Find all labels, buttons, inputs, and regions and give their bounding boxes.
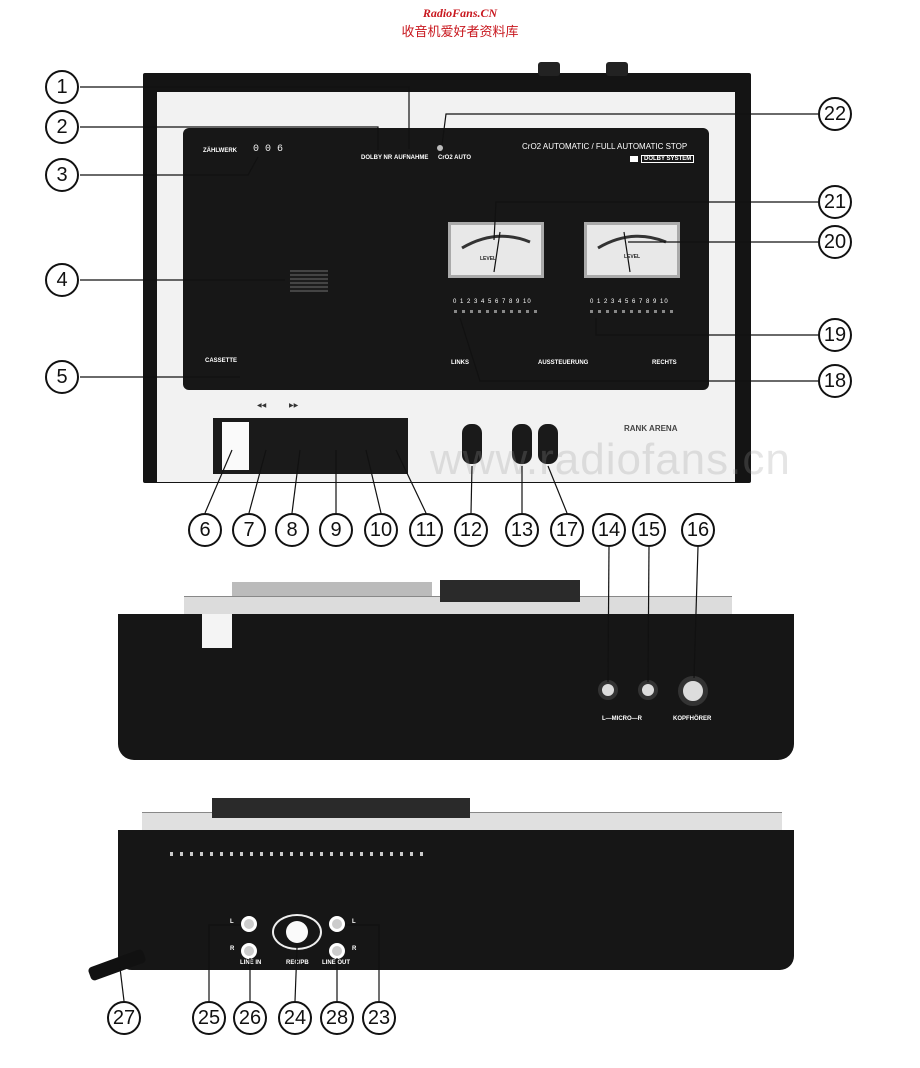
micro-label: L—MICRO—R: [602, 716, 642, 722]
zaehlwerk-label: ZÄHLWERK: [203, 148, 237, 154]
callout-22: 22: [818, 97, 852, 131]
led-scale-right: 0 1 2 3 4 5 6 7 8 9 10: [590, 299, 669, 305]
top-connector-right: [606, 62, 628, 76]
callout-10: 10: [364, 513, 398, 547]
deck-top-keys: [440, 580, 580, 602]
line-out-jack-r[interactable]: [329, 943, 345, 959]
callout-25: 25: [192, 1001, 226, 1035]
callout-9: 9: [319, 513, 353, 547]
callout-17: 17: [550, 513, 584, 547]
callout-6: 6: [188, 513, 222, 547]
cro2-indicator-icon: [437, 145, 443, 151]
level-meter-left-label: LEVEL: [480, 256, 497, 262]
level-meter-right: [584, 222, 680, 278]
callout-24: 24: [278, 1001, 312, 1035]
rear-r-left: R: [230, 946, 235, 952]
rec-pb-label: REC/PB: [286, 960, 309, 966]
callout-11: 11: [409, 513, 443, 547]
callout-16: 16: [681, 513, 715, 547]
callout-12: 12: [454, 513, 488, 547]
callout-19: 19: [818, 318, 852, 352]
vent-row: [170, 852, 426, 856]
rechts-label: RECHTS: [652, 360, 677, 366]
level-meter-left: [448, 222, 544, 278]
callout-7: 7: [232, 513, 266, 547]
callout-21: 21: [818, 185, 852, 219]
callout-26: 26: [233, 1001, 267, 1035]
dolby-switch[interactable]: [462, 424, 482, 464]
line-out-jack-l[interactable]: [329, 916, 345, 932]
line-in-label: LINE IN: [240, 960, 262, 966]
dolby-logo-icon: [630, 156, 638, 162]
callout-27: 27: [107, 1001, 141, 1035]
callout-1: 1: [45, 70, 79, 104]
callout-15: 15: [632, 513, 666, 547]
rear-r-right: R: [352, 946, 357, 952]
tape-counter: 0 0 6: [253, 144, 284, 155]
forward-symbol: ▶▶: [289, 403, 299, 409]
cro2-switch[interactable]: [512, 424, 532, 464]
callout-23: 23: [362, 1001, 396, 1035]
cro2-auto-label: CrO2 AUTO: [438, 155, 472, 161]
rewind-symbol: ◀◀: [257, 403, 267, 409]
line-in-jack-l[interactable]: [241, 916, 257, 932]
callout-13: 13: [505, 513, 539, 547]
callout-2: 2: [45, 110, 79, 144]
callout-18: 18: [818, 364, 852, 398]
led-row-left: [454, 310, 540, 313]
dolby-nr-label: DOLBY NR: [361, 155, 393, 161]
site-title: RadioFans.CN: [422, 6, 498, 20]
automatic-title: CrO2 AUTOMATIC / FULL AUTOMATIC STOP: [522, 142, 688, 151]
callout-5: 5: [45, 360, 79, 394]
rear-top-keys: [212, 798, 470, 818]
callout-4: 4: [45, 263, 79, 297]
deck-side-faceplate: [202, 614, 232, 648]
callout-3: 3: [45, 158, 79, 192]
links-label: LINKS: [451, 360, 469, 366]
watermark: www.radiofans.cn: [430, 435, 791, 484]
brand-logo: RANK ARENA: [624, 424, 678, 433]
deck-top-tape: [232, 582, 432, 596]
top-connector-left: [538, 62, 560, 76]
led-scale-left: 0 1 2 3 4 5 6 7 8 9 10: [453, 299, 532, 305]
cassette-label: CASSETTE: [205, 358, 238, 364]
cassette-window: [290, 270, 328, 292]
callout-14: 14: [592, 513, 626, 547]
line-out-label: LINE OUT: [322, 960, 350, 966]
headphone-jack[interactable]: [678, 676, 708, 706]
kopfhoerer-label: KOPFHÖRER: [673, 716, 712, 722]
line-in-jack-r[interactable]: [241, 943, 257, 959]
dolby-system-label: DOLBY SYSTEM: [641, 155, 695, 163]
callout-28: 28: [320, 1001, 354, 1035]
rear-l-left: L: [230, 919, 234, 925]
level-meter-right-label: LEVEL: [624, 254, 641, 260]
auto-stop-switch[interactable]: [538, 424, 558, 464]
aufnahme-label: AUFNAHME: [394, 155, 429, 161]
callout-8: 8: [275, 513, 309, 547]
aussteuerung-label: AUSSTEUERUNG: [538, 360, 589, 366]
callout-20: 20: [818, 225, 852, 259]
rear-l-right: L: [352, 919, 356, 925]
led-row-right: [590, 310, 676, 313]
site-subtitle: 收音机爱好者资料库: [401, 25, 519, 40]
